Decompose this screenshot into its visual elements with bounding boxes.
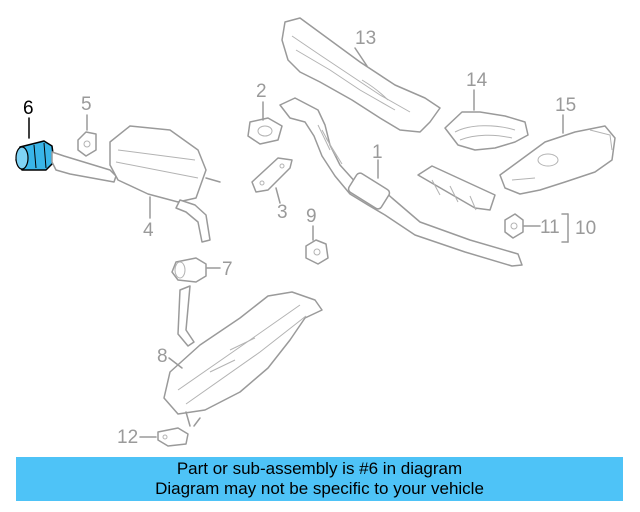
callout-14[interactable]: 14 — [466, 70, 488, 91]
part-1-front-pipe[interactable] — [279, 97, 523, 267]
callout-7[interactable]: 7 — [222, 259, 233, 280]
part-7-clamp[interactable] — [171, 257, 207, 283]
callout-12[interactable]: 12 — [117, 427, 138, 448]
callout-3[interactable]: 3 — [277, 202, 288, 223]
callout-1[interactable]: 1 — [372, 142, 383, 163]
part-12-clamp[interactable] — [157, 427, 189, 447]
leader-8 — [168, 357, 183, 369]
callout-4[interactable]: 4 — [143, 220, 154, 241]
part-13-heat-shield[interactable] — [281, 17, 441, 133]
part-3-bracket[interactable] — [251, 157, 293, 193]
part-8-center-muffler[interactable] — [163, 285, 323, 427]
part-14-shield[interactable] — [444, 111, 529, 151]
part-6-clamp[interactable] — [15, 140, 55, 171]
part-15-shield-plate[interactable] — [499, 125, 616, 195]
callout-8[interactable]: 8 — [157, 346, 168, 367]
callout-15[interactable]: 15 — [555, 95, 576, 116]
callout-9[interactable]: 9 — [306, 206, 317, 227]
callout-11[interactable]: 11 — [540, 217, 560, 238]
callout-5[interactable]: 5 — [81, 94, 92, 115]
part-5-hanger[interactable] — [77, 131, 97, 157]
callout-2[interactable]: 2 — [256, 81, 267, 102]
part-2-gasket[interactable] — [247, 117, 283, 145]
part-11-hanger[interactable] — [504, 213, 524, 239]
exhaust-diagram: 13 14 15 2 3 1 — [15, 17, 616, 448]
banner-line-2: Diagram may not be specific to your vehi… — [155, 479, 484, 498]
leader-3 — [275, 187, 281, 204]
leader-13 — [354, 47, 368, 67]
banner-line-1: Part or sub-assembly is #6 in diagram — [176, 459, 463, 478]
info-banner: Part or sub-assembly is #6 in diagram Di… — [16, 457, 623, 501]
part-9-hanger[interactable] — [305, 239, 329, 265]
part-10-crossmember[interactable] — [417, 165, 496, 211]
callout-10[interactable]: 10 — [575, 218, 596, 239]
part-4-muffler[interactable] — [51, 125, 221, 243]
callout-6[interactable]: 6 — [23, 98, 34, 119]
callout-13[interactable]: 13 — [355, 28, 376, 49]
